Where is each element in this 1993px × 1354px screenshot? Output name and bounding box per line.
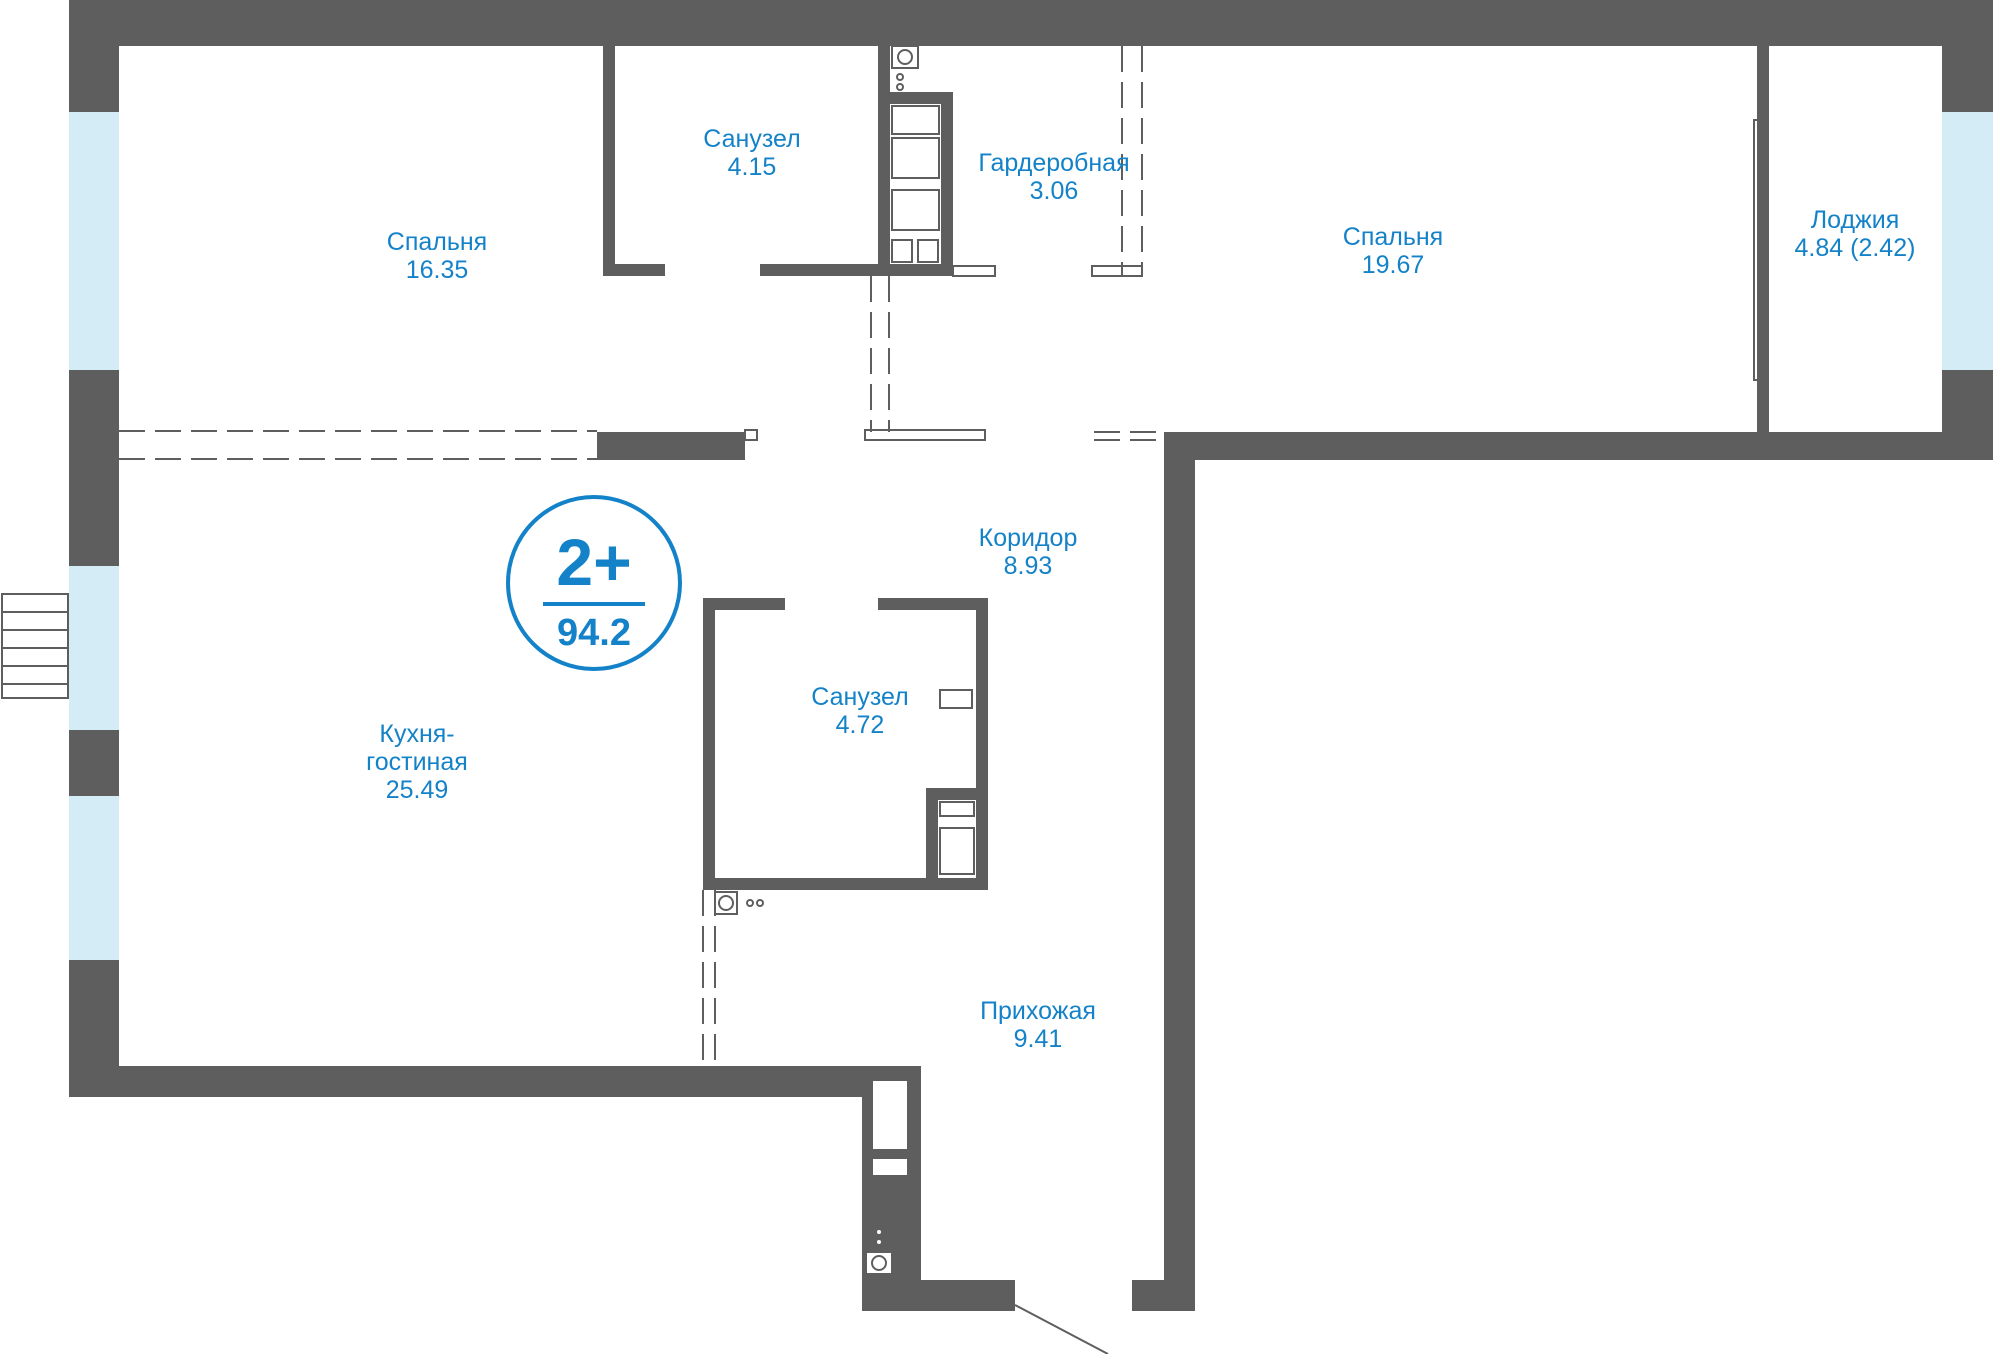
room-area-hallway: 9.41 [1014,1025,1063,1053]
room-area-kitchen: 25.49 [386,776,449,804]
room-area-corridor: 8.93 [1004,552,1053,580]
room-area-bedroom-2: 19.67 [1362,251,1425,279]
room-name-bathroom-2: Санузел [811,683,908,711]
window-bedroom-1 [69,112,119,370]
room-name-loggia: Лоджия [1811,206,1900,234]
window-loggia [1942,112,1993,370]
openings [119,46,1765,1066]
room-name-kitchen-line2: гостиная [366,748,468,776]
windows [69,112,1993,960]
inner-walls [597,46,1769,890]
badge-circle [506,495,682,671]
room-name-hallway: Прихожая [980,997,1096,1025]
room-area-bedroom-1: 16.35 [406,256,469,284]
room-name-wardrobe: Гардеробная [978,149,1129,177]
window-kitchen-upper [69,566,119,730]
room-area-bathroom-1: 4.15 [728,153,777,181]
room-name-bedroom-1: Спальня [387,228,487,256]
entrance-door-swing [1014,1304,1109,1354]
room-name-kitchen-line1: Кухня- [379,720,454,748]
room-name-corridor: Коридор [979,524,1078,552]
room-area-bathroom-2: 4.72 [836,711,885,739]
room-area-wardrobe: 3.06 [1030,177,1079,205]
room-labels: Спальня 16.35 Санузел 4.15 Гардеробная 3… [366,125,1915,1053]
radiator [1,593,69,699]
badge-total-area: 94.2 [557,612,631,654]
apartment-badge: 2+ 94.2 [506,495,682,671]
room-name-bedroom-2: Спальня [1343,223,1443,251]
badge-rooms: 2+ [556,525,631,599]
room-name-bathroom-1: Санузел [703,125,800,153]
window-kitchen-lower [69,796,119,960]
fixtures [1,45,1109,1354]
room-area-loggia: 4.84 (2.42) [1795,234,1916,262]
